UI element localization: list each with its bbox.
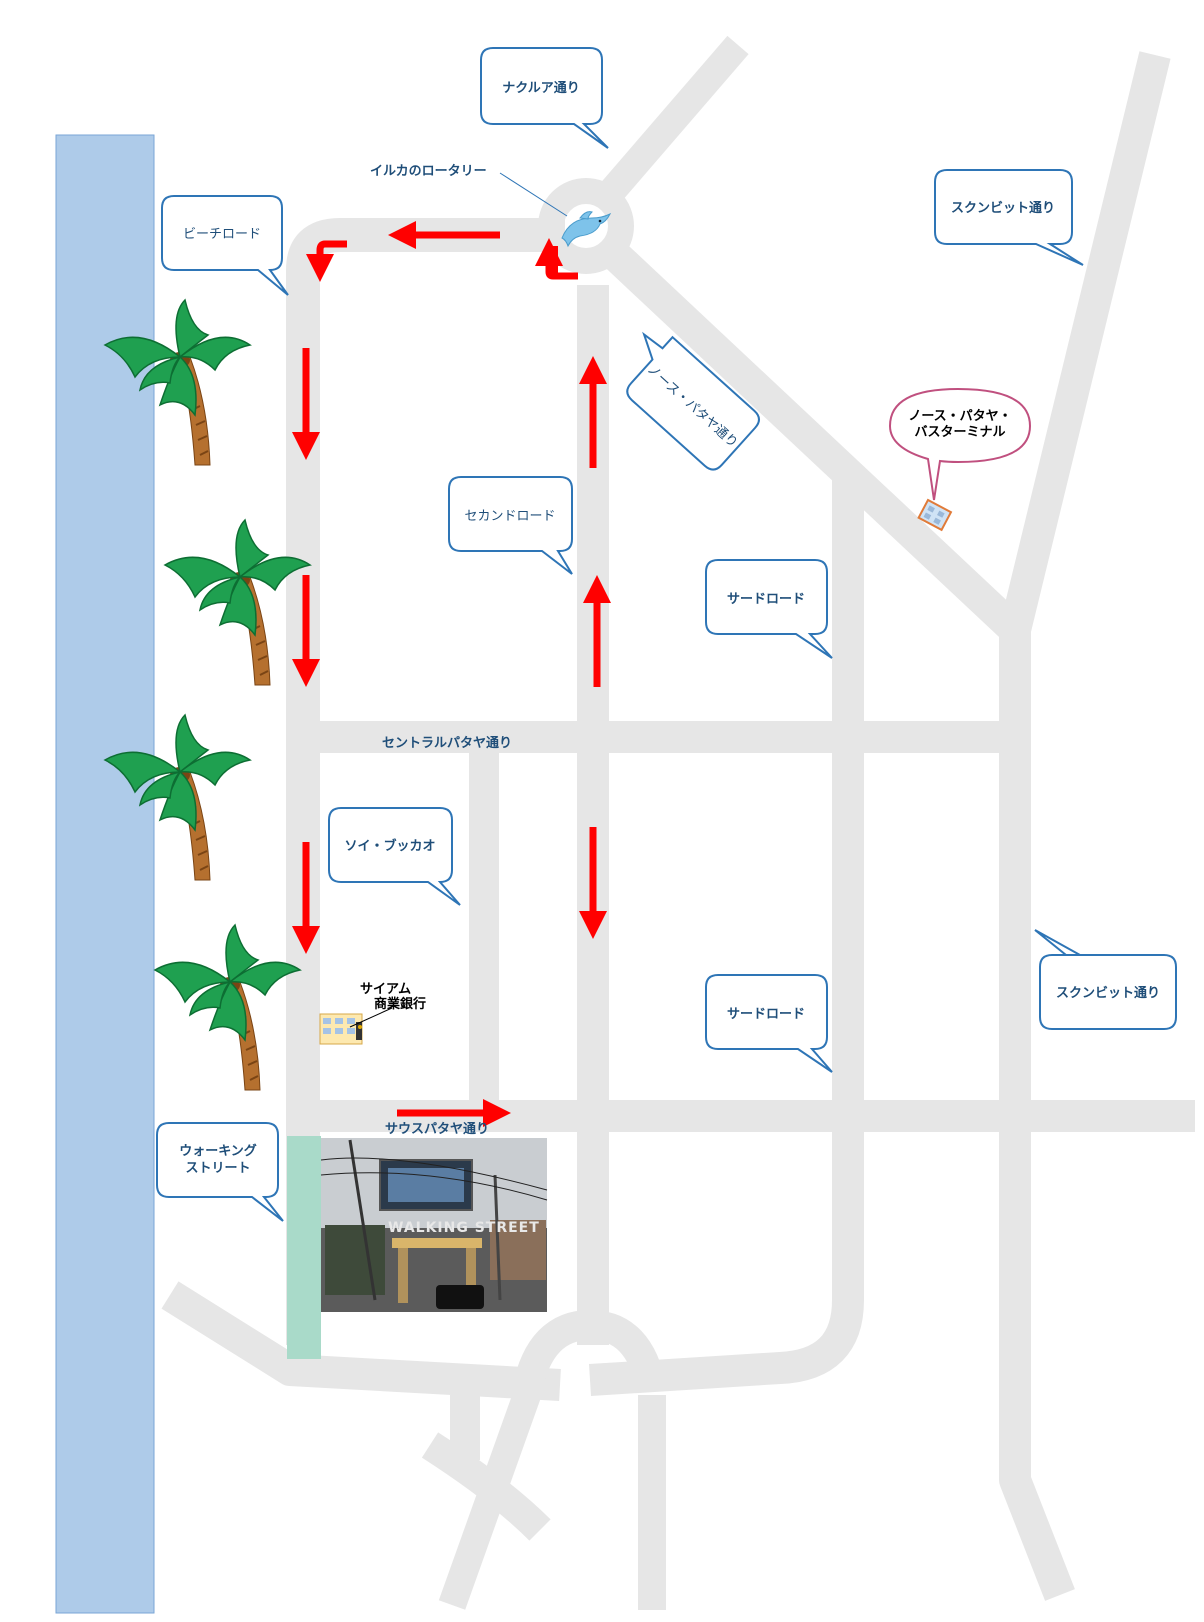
bank-pointer [349,1007,393,1028]
sukhumvit-1-label: スクンビット通り [951,200,1055,216]
third-road [588,470,864,1396]
palm-tree-icon [103,298,252,466]
walking-street-label-2: ストリート [185,1161,250,1176]
arrow-rotary-hook [535,238,578,280]
callout-third-road-2: サードロード [705,974,833,1073]
central-pattaya-label: セントラルパタヤ通り [382,735,512,751]
walking-street-label-1: ウォーキング [179,1143,257,1159]
photo-sign-text: WALKING STREET [388,1220,540,1236]
road-network [161,35,1195,1610]
naklua-label: ナクルア通り [502,80,580,96]
south-road-4 [421,1432,551,1541]
naklua-road [589,35,749,215]
dolphin-rotary-road [538,178,634,274]
third-road-1-label: サードロード [727,592,805,607]
siam-bank-label-2: 商業銀行 [374,996,426,1012]
arrow-corner-bend [306,240,347,282]
south-lower-road [161,1281,561,1401]
callout-soi-bukhao: ソイ・ブッカオ [328,807,461,906]
dolphin-icon [561,211,612,248]
palm-tree-icon [103,713,252,881]
north-pattaya-road [601,240,1026,642]
bus-terminal-label-2: バスターミナル [914,425,1005,440]
callout-walking-street: ウォーキング ストリート [156,1122,284,1222]
south-pattaya-label: サウスパタヤ通り [385,1121,489,1137]
south-roundabout [512,1310,667,1394]
bank-icon [319,1013,363,1045]
siam-bank-label-1: サイアム [360,982,411,997]
sukhumvit-road [999,51,1171,1601]
third-road-2-label: サードロード [727,1007,805,1022]
soi-bukhao-label: ソイ・ブッカオ [344,838,435,854]
callout-naklua: ナクルア通り [480,47,609,149]
walking-street-area [287,1136,321,1359]
beach-road [286,218,565,1345]
sea [55,134,155,1614]
second-road-label: セカンドロード [464,509,555,524]
palm-tree-icon [163,518,312,686]
callout-second-road: セカンドロード [448,476,573,575]
callout-third-road-1: サードロード [705,559,833,659]
walking-street-photo: WALKING STREET [320,1138,548,1312]
route-arrows [292,221,611,1127]
callout-bus-terminal: ノース・パタヤ・ バスターミナル [888,387,1032,501]
callout-sukhumvit-1: スクンビット通り [934,169,1084,266]
callout-dolphin-rotary: イルカのロータリー [370,164,568,217]
beach-road-label: ビーチロード [183,227,261,242]
bus-terminal-label-1: ノース・パタヤ・ [908,409,1011,424]
callout-beach-road: ビーチロード [161,195,289,296]
palm-tree-icon [153,923,302,1091]
callout-sukhumvit-2: スクンビット通り [1034,929,1177,1030]
dolphin-rotary-label: イルカのロータリー [370,164,487,179]
bus-terminal-icon [917,498,953,532]
callout-north-pattaya: ノース・パタヤ通り [626,331,760,471]
sukhumvit-2-label: スクンビット通り [1056,985,1160,1001]
